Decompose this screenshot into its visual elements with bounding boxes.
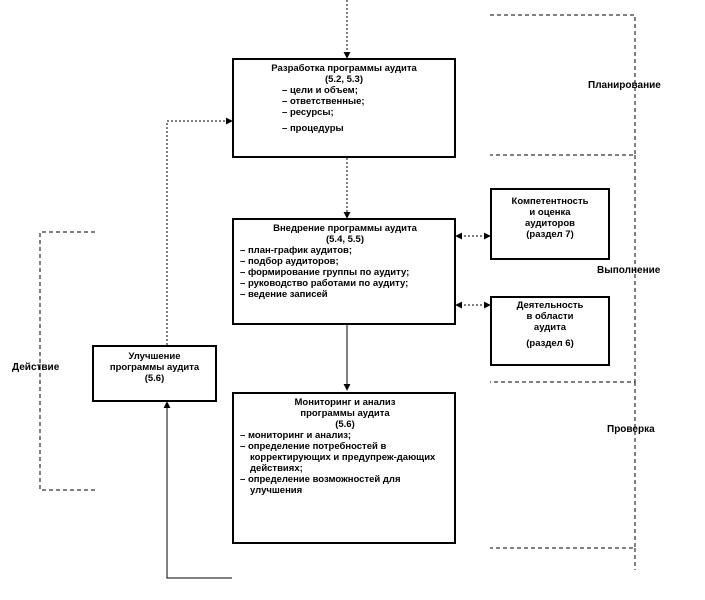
development-item: процедуры: [282, 123, 448, 134]
improvement-line: Улучшение: [128, 351, 181, 362]
activity-line: в области: [526, 311, 574, 322]
audit-activity-box: Деятельность в области аудита (раздел 6): [490, 296, 610, 366]
implementation-list: план-график аудитов; подбор аудиторов; ф…: [240, 245, 450, 300]
development-list: цели и объем; ответственные; ресурсы; пр…: [240, 85, 448, 134]
competence-line: (раздел 7): [526, 229, 574, 240]
phase-plan-label: Планирование: [588, 80, 661, 91]
audit-program-monitoring-box: Мониторинг и анализ программы аудита (5.…: [232, 392, 456, 544]
phase-act-bracket: [39, 231, 95, 491]
mon-to-imp-arrow: [163, 401, 232, 579]
activity-line: Деятельность: [516, 300, 584, 311]
audit-program-implementation-box: Внедрение программы аудита (5.4, 5.5) пл…: [232, 218, 456, 325]
implementation-item: план-график аудитов;: [240, 245, 450, 256]
improvement-line: программы аудита: [109, 362, 200, 373]
implementation-item: формирование группы по аудиту;: [240, 267, 450, 278]
audit-program-improvement-box: Улучшение программы аудита (5.6): [92, 345, 217, 402]
monitoring-item: определение возможностей для улучшения: [240, 474, 450, 496]
monitoring-item: мониторинг и анализ;: [240, 430, 450, 441]
monitoring-list: мониторинг и анализ; определение потребн…: [240, 430, 450, 496]
competence-line: и оценка: [529, 207, 571, 218]
development-item: ресурсы;: [282, 107, 448, 118]
development-item: ответственные;: [282, 96, 448, 107]
activity-line: (раздел 6): [526, 338, 574, 349]
phase-check-bracket: [490, 382, 636, 549]
implementation-ref: (5.4, 5.5): [325, 234, 365, 245]
monitoring-item: определение потребностей в корректирующи…: [240, 441, 450, 474]
monitoring-ref: (5.6): [335, 419, 355, 430]
competence-line: Компетентность: [511, 196, 589, 207]
competence-line: аудиторов: [525, 218, 575, 229]
audit-program-development-box: Разработка программы аудита (5.2, 5.3) ц…: [232, 58, 456, 158]
activity-line: аудита: [533, 322, 567, 333]
implementation-item: ведение записей: [240, 289, 450, 300]
phase-plan-bracket: [490, 14, 636, 156]
phase-act-label: Действие: [12, 362, 60, 373]
monitoring-title: Мониторинг и анализ: [294, 397, 396, 408]
phase-check-label: Проверка: [607, 424, 655, 435]
development-ref: (5.2, 5.3): [324, 74, 364, 85]
auditor-competence-box: Компетентность и оценка аудиторов (разде…: [490, 188, 610, 260]
development-item: цели и объем;: [282, 85, 448, 96]
phase-do-label: Выполнение: [597, 265, 661, 276]
development-title: Разработка программы аудита: [271, 63, 417, 74]
imp-to-dev-arrow: [166, 117, 233, 345]
implementation-item: руководство работами по аудиту;: [240, 278, 450, 289]
implementation-item: подбор аудиторов;: [240, 256, 450, 267]
monitoring-subtitle: программы аудита: [300, 408, 390, 419]
improvement-line: (5.6): [144, 373, 165, 384]
implementation-title: Внедрение программы аудита: [273, 223, 417, 234]
